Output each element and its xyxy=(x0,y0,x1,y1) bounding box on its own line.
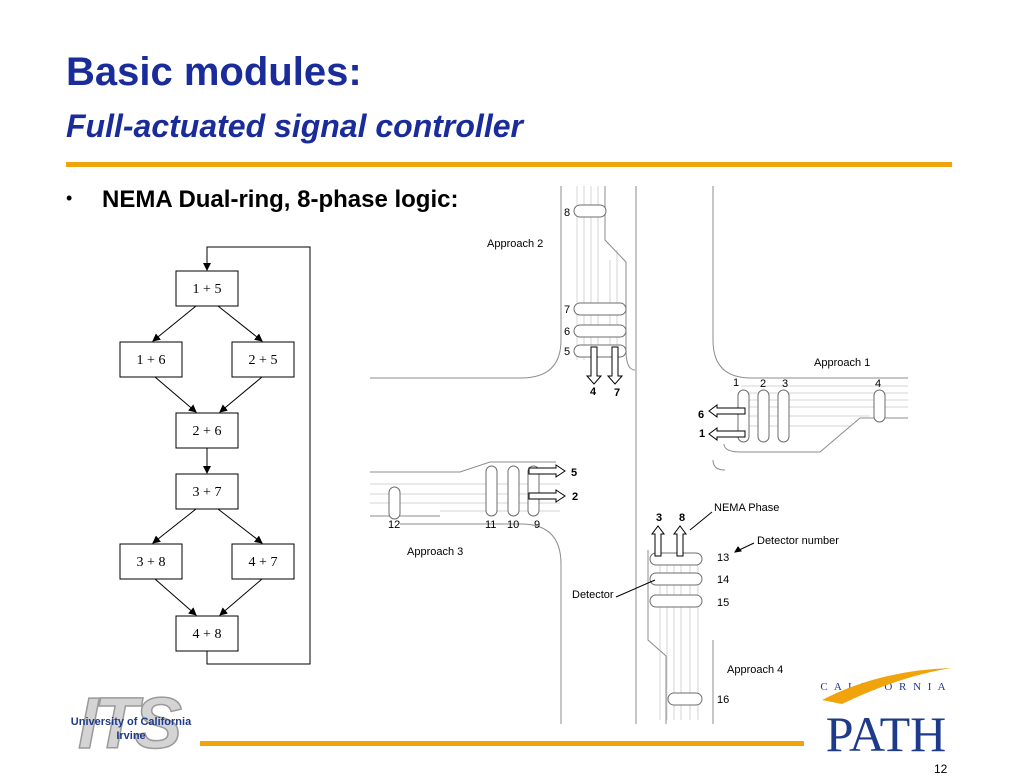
detector-number-10: 10 xyxy=(507,519,519,531)
approach-label-1: Approach 1 xyxy=(814,357,870,369)
flow-label-1-6: 1 + 6 xyxy=(137,353,166,368)
bullet-text: NEMA Dual-ring, 8-phase logic: xyxy=(102,186,459,213)
detector-number-9: 9 xyxy=(534,519,540,531)
detector-number-15: 15 xyxy=(717,597,729,609)
phase-label-4: 4 xyxy=(590,386,597,398)
intersection-diagram xyxy=(370,186,908,724)
detector-16 xyxy=(667,692,703,706)
phase-label-8: 8 xyxy=(679,512,685,524)
phase-arrow-1 xyxy=(708,427,746,441)
approach-label-4: Approach 4 xyxy=(727,664,783,676)
flow-label-4-8: 4 + 8 xyxy=(193,627,222,642)
its-logo-line2: Irvine xyxy=(116,730,145,742)
detector-3 xyxy=(777,389,790,443)
detector-number-6: 6 xyxy=(564,326,570,338)
slide-title: Basic modules: xyxy=(66,50,362,94)
detector-9 xyxy=(527,465,540,517)
phase-arrows xyxy=(528,346,746,557)
detector-6 xyxy=(573,324,627,338)
phase-arrow-8 xyxy=(673,525,687,557)
page-number: 12 xyxy=(934,762,948,776)
intersection-labels: Approach 2 Approach 1 Approach 3 Approac… xyxy=(388,207,881,706)
detector-number-3: 3 xyxy=(782,378,788,390)
detector-number-7: 7 xyxy=(564,304,570,316)
detector-8 xyxy=(573,204,607,218)
detector-13 xyxy=(649,552,703,566)
detector-number-14: 14 xyxy=(717,574,729,586)
approach-label-2: Approach 2 xyxy=(487,238,543,250)
phase-label-5: 5 xyxy=(571,467,577,479)
detector-number-2: 2 xyxy=(760,378,766,390)
detector-number-12: 12 xyxy=(388,519,400,531)
flow-box-1-5 xyxy=(175,270,239,307)
detector-1 xyxy=(737,389,750,443)
flow-label-4-7: 4 + 7 xyxy=(249,555,278,570)
flow-box-3-7 xyxy=(175,473,239,510)
lane-lines xyxy=(370,186,908,720)
detector-number-5: 5 xyxy=(564,346,570,358)
slide-subtitle: Full-actuated signal controller xyxy=(66,108,523,144)
flow-label-3-7: 3 + 7 xyxy=(193,485,222,500)
bullet-item: • NEMA Dual-ring, 8-phase logic: xyxy=(66,186,458,214)
annotation-nema-phase: NEMA Phase xyxy=(714,502,779,514)
flow-labels: 1 + 5 1 + 6 2 + 5 2 + 6 3 + 7 3 + 8 4 + … xyxy=(137,282,278,642)
path-logo: C A L I F O R N I A PATH xyxy=(820,668,952,762)
path-logo-swoosh xyxy=(822,668,952,704)
flow-box-4-8 xyxy=(175,615,239,652)
phase-arrow-7 xyxy=(606,346,624,385)
flow-box-1-6 xyxy=(119,341,183,378)
detector-7 xyxy=(573,302,627,316)
its-logo: ITS University of California Irvine xyxy=(71,683,192,765)
flow-label-1-5: 1 + 5 xyxy=(193,282,222,297)
annotation-detector-number: Detector number xyxy=(757,535,839,547)
phase-label-1: 1 xyxy=(699,428,705,440)
approach-label-3: Approach 3 xyxy=(407,546,463,558)
phase-label-2: 2 xyxy=(572,491,578,503)
bullet-dot-icon: • xyxy=(66,188,73,208)
road-edges xyxy=(370,186,908,724)
detector-15 xyxy=(649,594,703,608)
phase-arrow-2 xyxy=(528,489,566,503)
flow-box-2-5 xyxy=(231,341,295,378)
detector-14 xyxy=(649,572,703,586)
detector-12 xyxy=(388,486,401,520)
detector-loops xyxy=(388,204,886,706)
phase-label-3: 3 xyxy=(656,512,662,524)
its-logo-line1: University of California xyxy=(71,716,192,728)
detector-number-13: 13 xyxy=(717,552,729,564)
phase-label-6: 6 xyxy=(698,409,704,421)
title-divider xyxy=(66,162,952,167)
detector-number-11: 11 xyxy=(485,519,496,531)
detector-number-16: 16 xyxy=(717,694,729,706)
flow-box-4-7 xyxy=(231,543,295,580)
phase-label-7: 7 xyxy=(614,387,620,399)
detector-4 xyxy=(873,389,886,423)
phase-flowchart xyxy=(119,246,311,665)
its-logo-mark: ITS xyxy=(78,684,182,764)
detector-10 xyxy=(507,465,520,517)
detector-number-4: 4 xyxy=(875,378,881,390)
detector-11 xyxy=(485,465,498,517)
flow-box-2-6 xyxy=(175,412,239,449)
phase-arrow-4 xyxy=(585,346,603,385)
flow-label-3-8: 3 + 8 xyxy=(137,555,166,570)
annotation-detector: Detector xyxy=(572,589,614,601)
phase-arrow-6 xyxy=(708,404,746,418)
footer-divider xyxy=(200,741,804,746)
path-logo-wordmark: PATH xyxy=(826,706,946,762)
detector-number-1: 1 xyxy=(733,377,739,389)
phase-arrow-5 xyxy=(528,464,566,478)
detector-2 xyxy=(757,389,770,443)
phase-arrow-3 xyxy=(651,525,665,557)
flow-label-2-5: 2 + 5 xyxy=(249,353,278,368)
flow-box-3-8 xyxy=(119,543,183,580)
leader-lines xyxy=(615,511,755,598)
detector-number-8: 8 xyxy=(564,207,570,219)
flow-label-2-6: 2 + 6 xyxy=(193,424,222,439)
